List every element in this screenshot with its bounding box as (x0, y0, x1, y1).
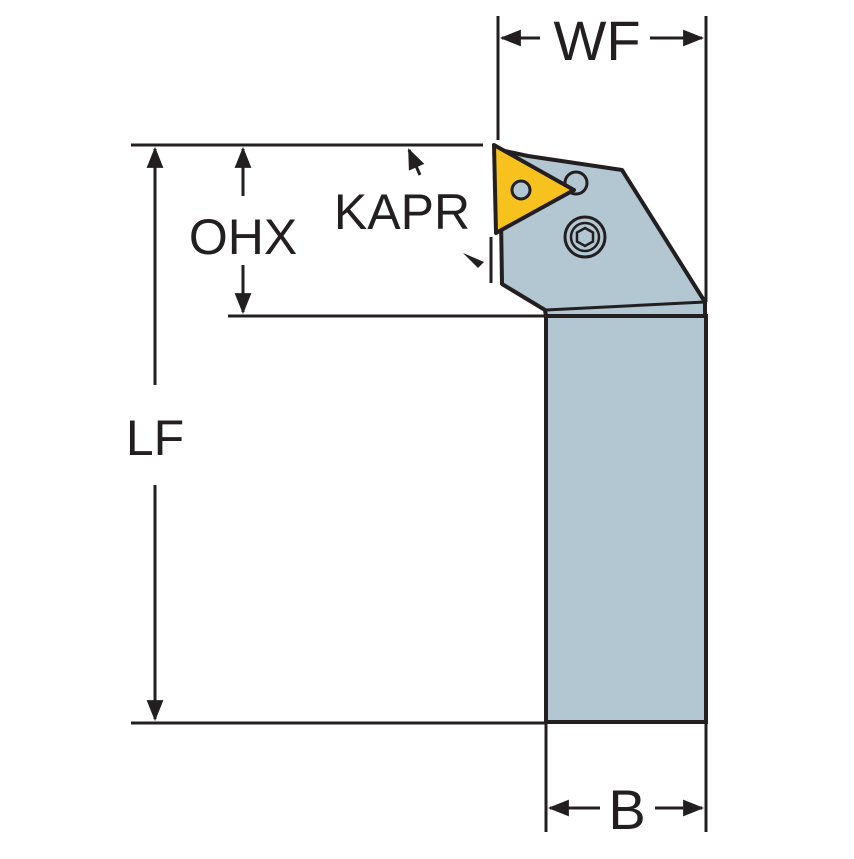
dimension-ohx: OHX (189, 146, 297, 315)
dimension-kapr: KAPR (334, 148, 484, 268)
extension-lines (131, 16, 708, 832)
label-lf: LF (126, 410, 184, 466)
label-kapr: KAPR (334, 184, 470, 240)
insert-hole-icon (510, 179, 532, 201)
label-wf: WF (553, 9, 640, 72)
dimension-wf: WF (499, 9, 705, 72)
label-b: B (608, 778, 645, 841)
insert (492, 143, 576, 235)
dimension-b: B (547, 778, 705, 841)
label-ohx: OHX (189, 209, 297, 265)
shank (544, 314, 708, 724)
dimension-lf: LF (126, 146, 184, 722)
clamp-screw-icon (563, 215, 607, 259)
